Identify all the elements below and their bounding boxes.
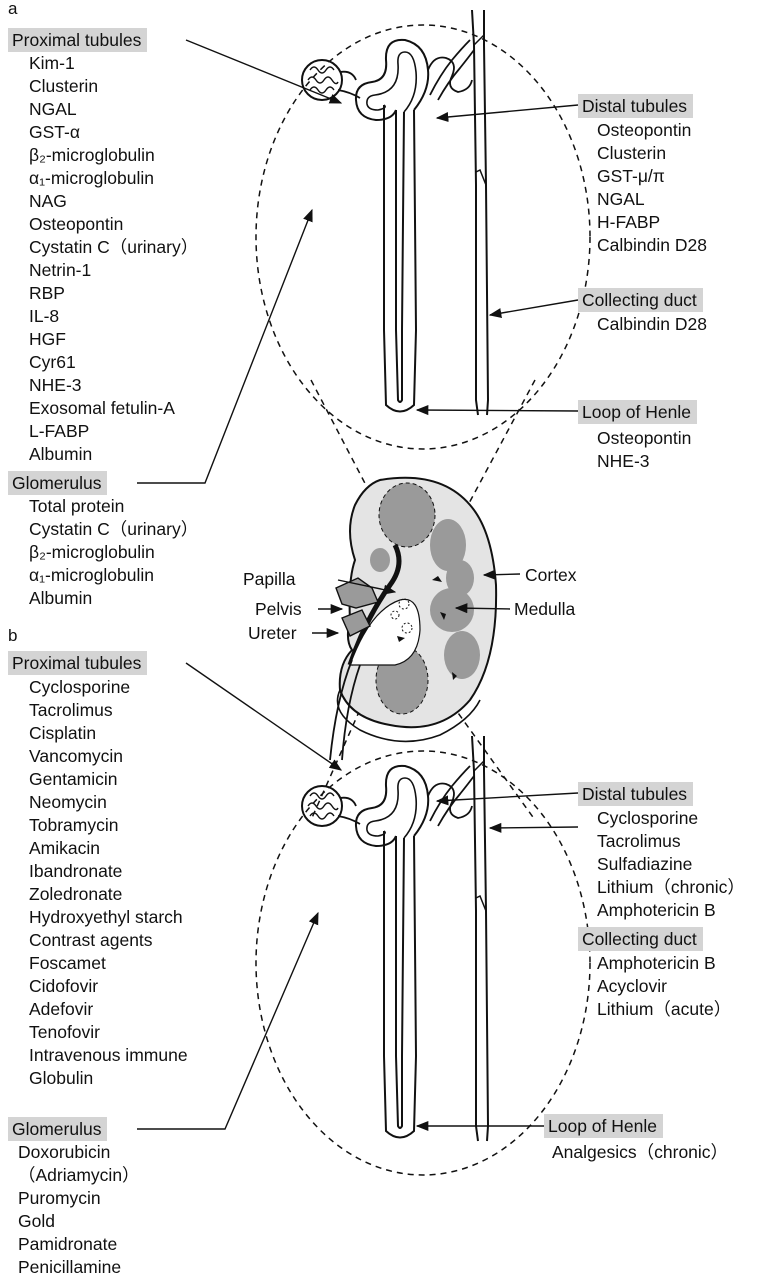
collecting-duct-list-a: Calbindin D28 [597,313,707,336]
list-item: Cyclosporine [29,676,188,699]
list-item: IL-8 [29,305,198,328]
list-item: Neomycin [29,791,188,814]
list-item: Tenofovir [29,1021,188,1044]
kidney-illustration [330,478,496,760]
list-item: Cyr61 [29,351,198,374]
list-item: Netrin-1 [29,259,198,282]
list-item: L-FABP [29,420,198,443]
list-item: Calbindin D28 [597,234,707,257]
list-item: Calbindin D28 [597,313,707,336]
list-item: Penicillamine [18,1256,140,1279]
list-item: Amikacin [29,837,188,860]
distal-tubules-header-b: Distal tubules [578,782,693,806]
list-item: HGF [29,328,198,351]
list-item: RBP [29,282,198,305]
list-item: Sulfadiazine [597,853,745,876]
nephron-a [302,10,488,415]
list-item: Ibandronate [29,860,188,883]
list-item: Osteopontin [29,213,198,236]
list-item: NAG [29,190,198,213]
list-item: Intravenous immune [29,1044,188,1067]
ureter-label: Ureter [248,622,297,644]
list-item: Lithium（chronic） [597,876,745,899]
list-item: Puromycin [18,1187,140,1210]
medulla-label: Medulla [514,598,575,620]
glomerulus-header-a: Glomerulus [8,471,107,495]
list-item: Kim-1 [29,52,198,75]
nephron-b [302,736,488,1141]
loop-of-henle-header-a: Loop of Henle [578,400,697,424]
collecting-duct-header-a: Collecting duct [578,288,703,312]
list-item: Clusterin [29,75,198,98]
list-item: Acyclovir [597,975,731,998]
list-item: NGAL [597,188,707,211]
list-item: Globulin [29,1067,188,1090]
list-item: α₁-microglobulin [29,564,198,587]
list-item: Adefovir [29,998,188,1021]
list-item: Doxorubicin [18,1141,140,1164]
proximal-tubules-header-b: Proximal tubules [8,651,147,675]
list-item: Gentamicin [29,768,188,791]
list-item: α₁-microglobulin [29,167,198,190]
distal-tubules-header-a: Distal tubules [578,94,693,118]
list-item: β₂-microglobulin [29,144,198,167]
list-item: Total protein [29,495,198,518]
zoom-ellipse-b [256,751,590,1175]
list-item: （Adriamycin） [18,1164,140,1187]
list-item: Analgesics（chronic） [552,1141,728,1164]
list-item: Tobramycin [29,814,188,837]
list-item: Albumin [29,587,198,610]
list-item: GST-α [29,121,198,144]
panel-b-letter: b [8,627,17,645]
list-item: GST-μ/π [597,165,707,188]
list-item: Amphotericin B [597,952,731,975]
loop-of-henle-header-b: Loop of Henle [544,1114,663,1138]
proximal-tubules-header-a: Proximal tubules [8,28,147,52]
loop-of-henle-list-b: Analgesics（chronic） [552,1141,728,1164]
list-item: Hydroxyethyl starch [29,906,188,929]
list-item: β₂-microglobulin [29,541,198,564]
list-item: Osteopontin [597,427,691,450]
list-item: Pamidronate [18,1233,140,1256]
list-item: Amphotericin B [597,899,745,922]
list-item: Osteopontin [597,119,707,142]
list-item: Tacrolimus [597,830,745,853]
list-item: Cisplatin [29,722,188,745]
list-item: Albumin [29,443,198,466]
cortex-label: Cortex [525,564,577,586]
collecting-duct-header-b: Collecting duct [578,927,703,951]
list-item: Vancomycin [29,745,188,768]
list-item: Gold [18,1210,140,1233]
panel-a-letter: a [8,0,17,18]
list-item: Foscamet [29,952,188,975]
list-item: Contrast agents [29,929,188,952]
list-item: H-FABP [597,211,707,234]
list-item: Cyclosporine [597,807,745,830]
list-item: Exosomal fetulin-A [29,397,198,420]
list-item: Zoledronate [29,883,188,906]
list-item: Cidofovir [29,975,188,998]
list-item: NHE-3 [597,450,691,473]
papilla-label: Papilla [243,568,296,590]
glomerulus-header-b: Glomerulus [8,1117,107,1141]
list-item: NGAL [29,98,198,121]
list-item: Tacrolimus [29,699,188,722]
list-item: Lithium（acute） [597,998,731,1021]
pelvis-label: Pelvis [255,598,302,620]
list-item: NHE-3 [29,374,198,397]
list-item: Cystatin C（urinary） [29,518,198,541]
list-item: Cystatin C（urinary） [29,236,198,259]
list-item: Clusterin [597,142,707,165]
